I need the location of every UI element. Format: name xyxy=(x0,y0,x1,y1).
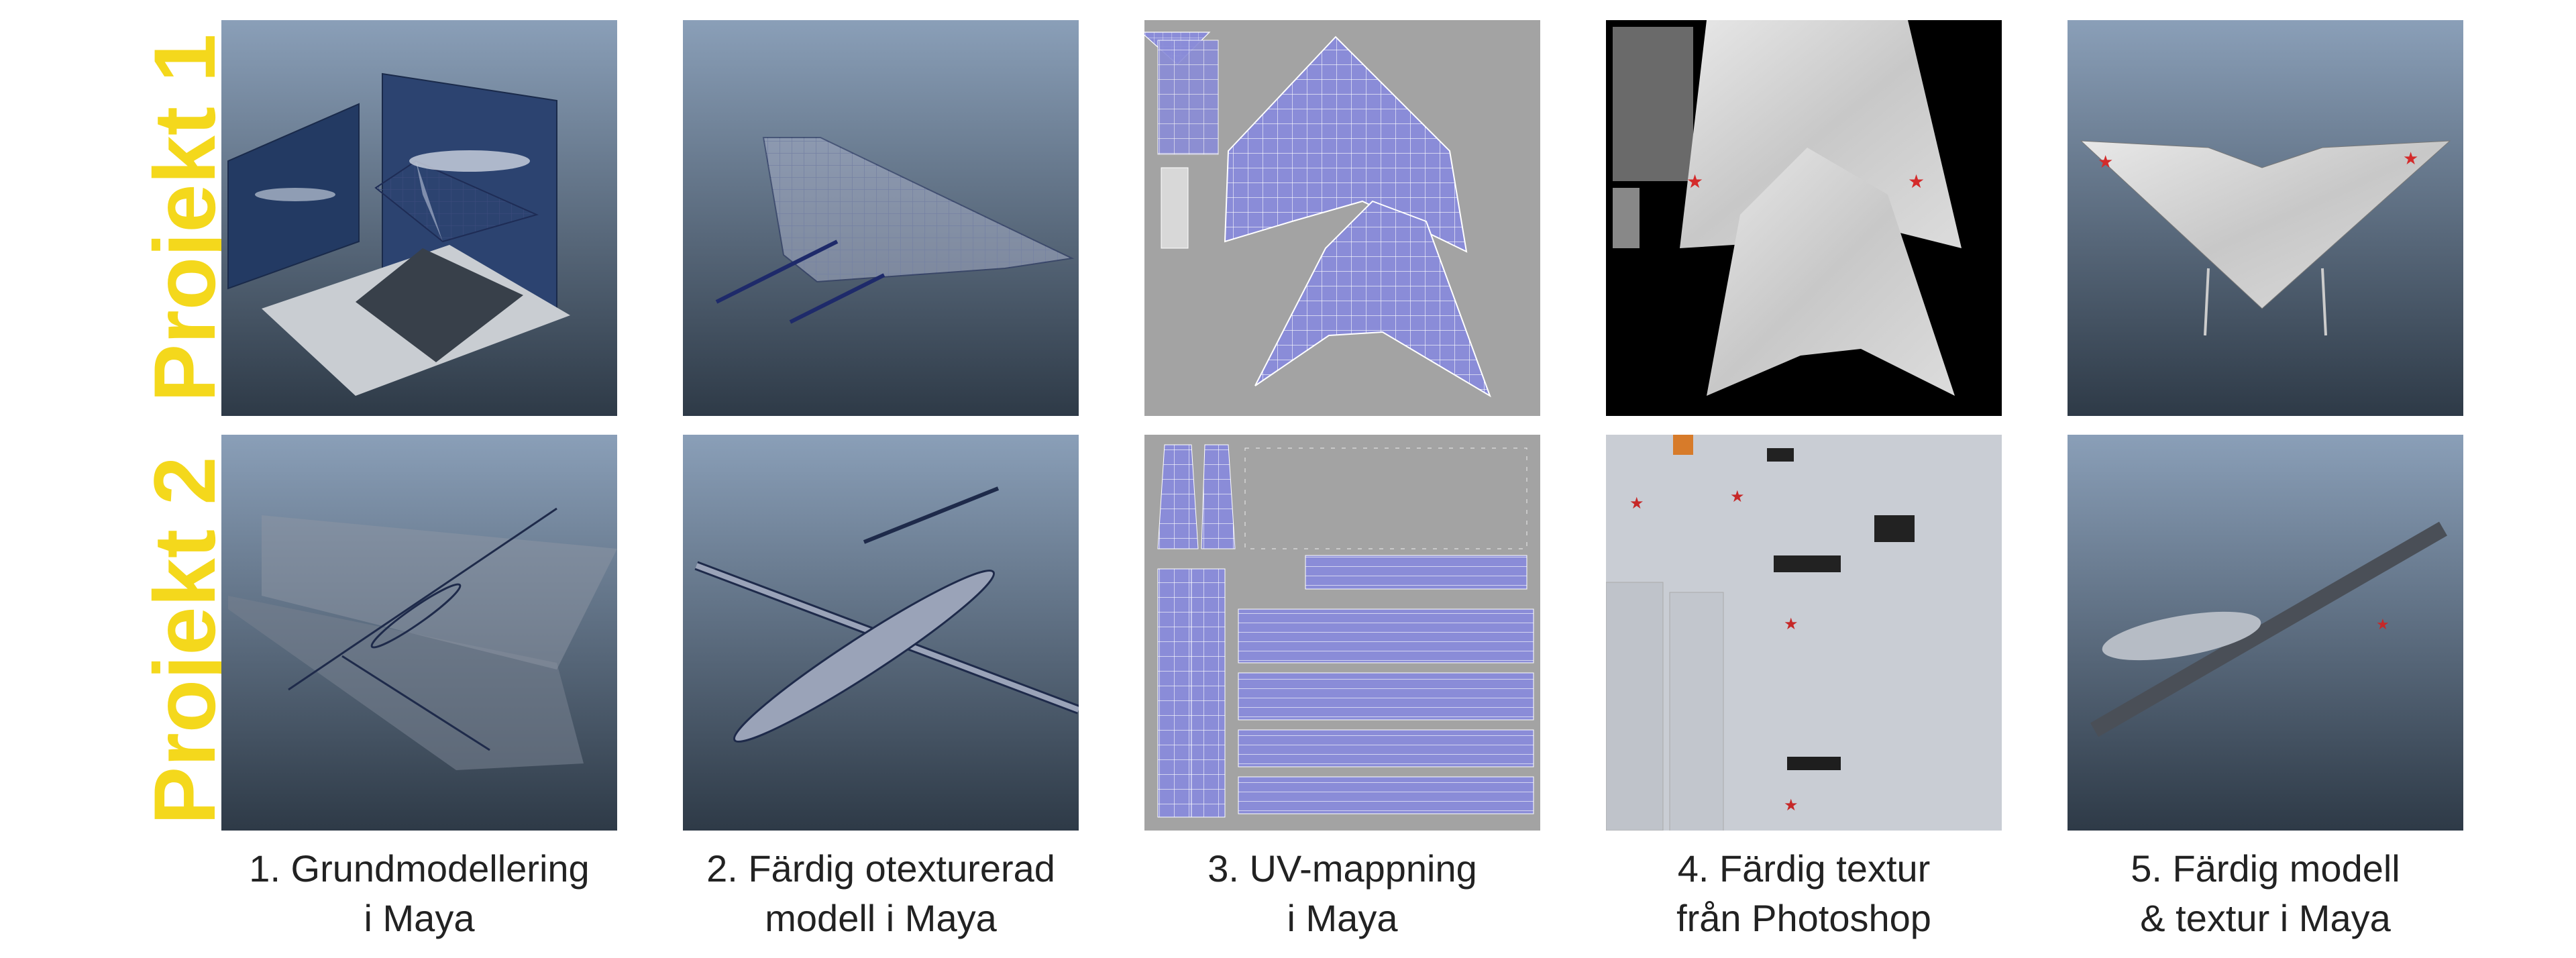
caption-step-1-line-1: 1. Grundmodellering xyxy=(249,847,590,890)
caption-step-4: 4. Färdig textur från Photoshop xyxy=(1569,844,2039,943)
caption-step-4-line-2: från Photoshop xyxy=(1676,897,1931,939)
caption-step-1: 1. Grundmodellering i Maya xyxy=(184,844,654,943)
caption-step-3-line-1: 3. UV-mappning xyxy=(1208,847,1477,890)
maya-viewport-textured-model: ★ xyxy=(2068,435,2463,831)
tile-p2-uv-mappning xyxy=(1144,435,1540,831)
texture-map: ★ ★ xyxy=(1606,20,2002,416)
maya-viewport-reference-planes xyxy=(221,435,617,831)
svg-text:★: ★ xyxy=(1784,615,1799,633)
row-label-projekt-2: Projekt 2 xyxy=(136,456,233,825)
tile-p1-grundmodellering xyxy=(221,20,617,416)
tile-p2-textur: ★ ★ ★ ★ xyxy=(1606,435,2002,831)
svg-text:★: ★ xyxy=(2098,152,2113,172)
caption-step-3-line-2: i Maya xyxy=(1287,897,1398,939)
caption-step-2-line-2: modell i Maya xyxy=(765,897,997,939)
svg-text:★: ★ xyxy=(1908,170,1925,193)
tile-p1-fardig-modell: ★ ★ xyxy=(2068,20,2463,416)
maya-viewport-untextured-model xyxy=(683,20,1079,416)
caption-step-4-line-1: 4. Färdig textur xyxy=(1677,847,1931,890)
row-label-projekt-1: Projekt 1 xyxy=(136,34,233,403)
svg-text:★: ★ xyxy=(1784,796,1799,814)
svg-text:★: ★ xyxy=(2403,149,2418,169)
svg-text:★: ★ xyxy=(1686,170,1703,193)
maya-viewport-reference-planes xyxy=(221,20,617,416)
tile-p2-fardig-modell: ★ xyxy=(2068,435,2463,831)
texture-map: ★ ★ ★ ★ xyxy=(1606,435,2002,831)
caption-step-2: 2. Färdig otexturerad modell i Maya xyxy=(646,844,1116,943)
uv-editor-layout xyxy=(1144,435,1540,831)
tile-p2-grundmodellering xyxy=(221,435,617,831)
tile-p1-textur: ★ ★ xyxy=(1606,20,2002,416)
caption-step-5: 5. Färdig modell & textur i Maya xyxy=(2031,844,2500,943)
uv-editor-layout xyxy=(1144,20,1540,416)
maya-viewport-untextured-model xyxy=(683,435,1079,831)
tile-p1-uv-mappning xyxy=(1144,20,1540,416)
maya-viewport-textured-model: ★ ★ xyxy=(2068,20,2463,416)
caption-step-1-line-2: i Maya xyxy=(364,897,475,939)
svg-text:★: ★ xyxy=(1730,487,1745,506)
svg-text:★: ★ xyxy=(1629,494,1644,513)
caption-step-5-line-2: & textur i Maya xyxy=(2140,897,2391,939)
tile-p2-otexturerad xyxy=(683,435,1079,831)
caption-step-2-line-1: 2. Färdig otexturerad xyxy=(706,847,1055,890)
tile-p1-otexturerad xyxy=(683,20,1079,416)
caption-step-5-line-1: 5. Färdig modell xyxy=(2131,847,2400,890)
svg-text:★: ★ xyxy=(2376,617,2390,633)
caption-step-3: 3. UV-mappning i Maya xyxy=(1108,844,1577,943)
